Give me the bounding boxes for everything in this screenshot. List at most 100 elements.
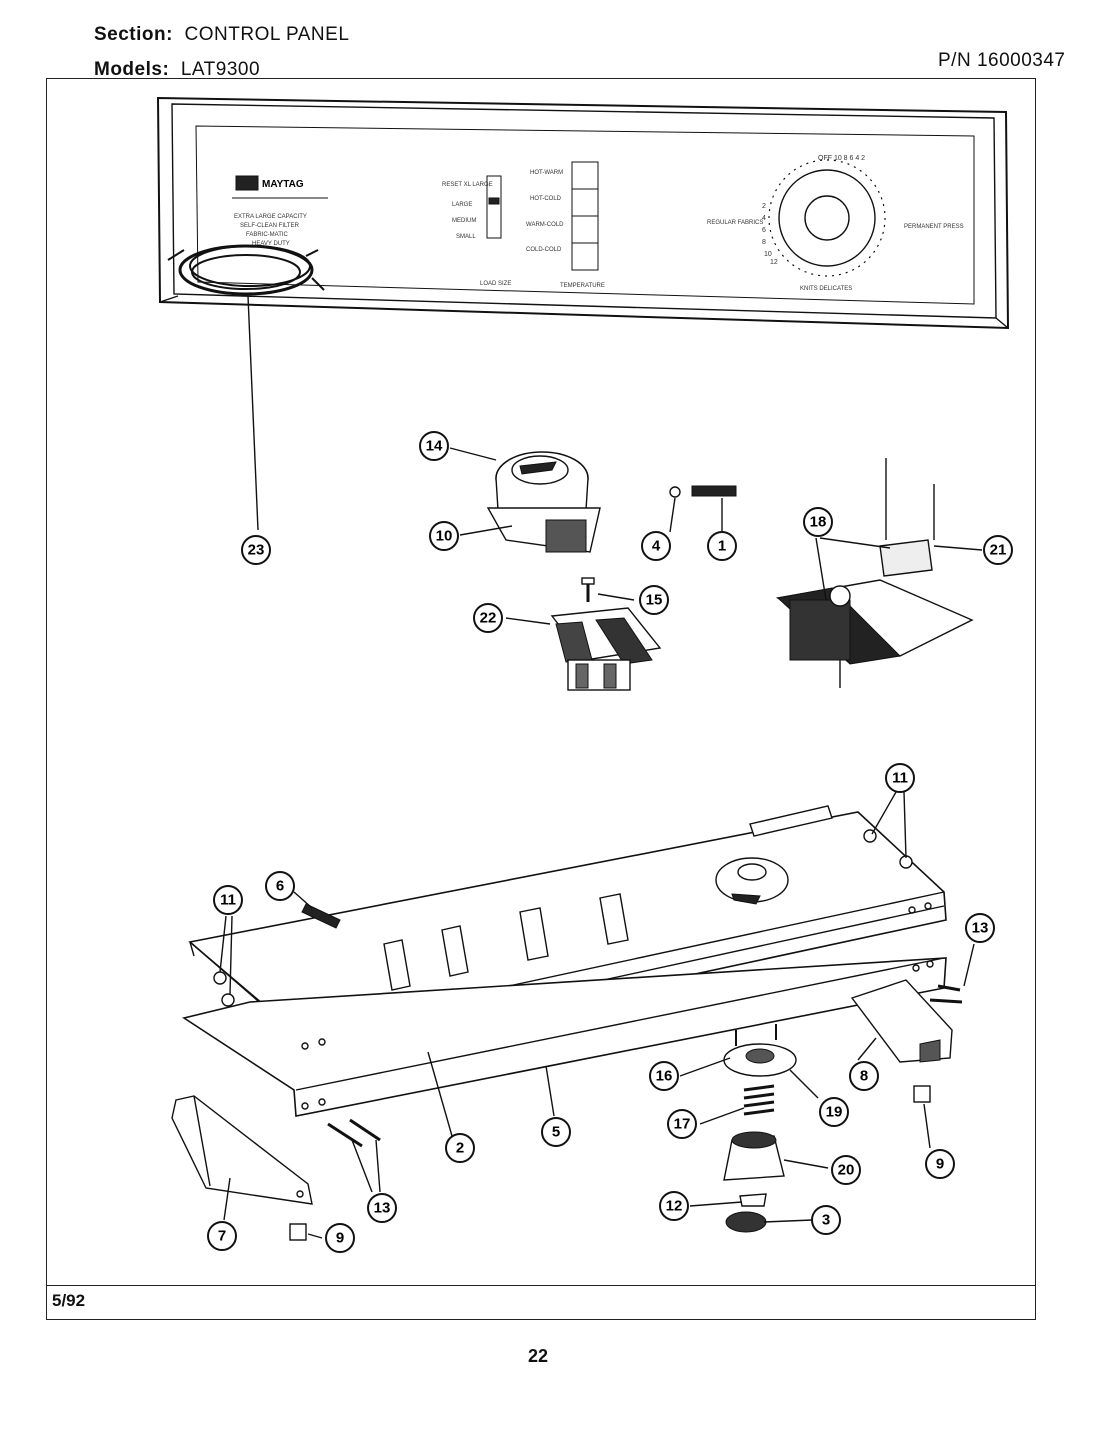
- temperature-option-2: HOT-COLD: [530, 196, 562, 202]
- load-size-slider-knob: [488, 197, 500, 205]
- callout-12: 12: [659, 1191, 689, 1221]
- svg-text:1: 1: [718, 538, 726, 555]
- callout-11-right: 11: [885, 763, 915, 793]
- svg-text:12: 12: [666, 1198, 683, 1215]
- selector-switch: [486, 451, 601, 553]
- dial-number-8: 8: [762, 239, 766, 246]
- callout-6: 6: [265, 871, 295, 901]
- load-size-slider: [486, 175, 502, 239]
- svg-text:22: 22: [480, 610, 497, 627]
- page-number: 22: [528, 1346, 549, 1366]
- dial-number-6: 6: [762, 227, 766, 234]
- clip-part-9-left: [289, 1223, 307, 1241]
- indicator-parts: [669, 485, 737, 498]
- callout-21: 21: [983, 535, 1013, 565]
- description-line-3: FABRIC-MATIC: [246, 232, 289, 238]
- svg-text:10: 10: [436, 528, 453, 545]
- load-size-label: LOAD SIZE: [480, 281, 511, 287]
- timer-dial-hub: [804, 195, 850, 241]
- svg-text:19: 19: [826, 1104, 843, 1121]
- temperature-option-1: HOT-WARM: [530, 170, 563, 176]
- callout-9-right: 9: [925, 1149, 955, 1179]
- load-size-option-1: RESET XL LARGE: [442, 182, 493, 188]
- svg-text:7: 7: [218, 1228, 226, 1245]
- dial-number-10: 10: [764, 251, 772, 258]
- section-label: Section: CONTROL PANEL: [94, 24, 350, 45]
- clip-part-9-right: [913, 1085, 931, 1103]
- part-number: P/N 16000347: [938, 50, 1066, 71]
- svg-text:21: 21: [990, 542, 1007, 559]
- temperature-label: TEMPERATURE: [560, 283, 605, 289]
- svg-text:9: 9: [936, 1156, 944, 1173]
- load-size-option-2: LARGE: [452, 202, 472, 208]
- callout-19: 19: [819, 1097, 849, 1127]
- svg-text:18: 18: [810, 514, 827, 531]
- dial-number-2: 2: [762, 203, 766, 210]
- svg-text:6: 6: [276, 878, 284, 895]
- screws-part-13: [327, 984, 963, 1148]
- dial-number-4: 4: [762, 215, 766, 222]
- svg-text:15: 15: [646, 592, 663, 609]
- callout-9-left: 9: [325, 1223, 355, 1253]
- callout-1: 1: [707, 531, 737, 561]
- temperature-button-3: [571, 215, 599, 244]
- maytag-logo-icon: [235, 175, 259, 191]
- svg-text:9: 9: [336, 1230, 344, 1247]
- svg-text:8: 8: [860, 1068, 868, 1085]
- control-panel-brackets: [182, 805, 953, 1117]
- callout-8: 8: [849, 1061, 879, 1091]
- svg-text:11: 11: [892, 770, 908, 787]
- temperature-option-4: COLD-COLD: [526, 247, 562, 253]
- callout-23: 23: [241, 535, 271, 565]
- callout-4: 4: [641, 531, 671, 561]
- svg-text:11: 11: [220, 892, 236, 909]
- svg-text:2: 2: [456, 1140, 464, 1157]
- dial-left-label: REGULAR FABRICS: [707, 220, 763, 226]
- models-value: LAT9300: [180, 59, 261, 80]
- washer-part-4: [669, 486, 681, 498]
- callout-13-right: 13: [965, 913, 995, 943]
- load-size-option-3: MEDIUM: [452, 218, 476, 224]
- callout-11-left: 11: [213, 885, 243, 915]
- dial-number-12: 12: [770, 259, 778, 266]
- callout-16: 16: [649, 1061, 679, 1091]
- temperature-button-1: [571, 161, 599, 190]
- svg-text:13: 13: [972, 920, 989, 937]
- diagram-frame: [46, 78, 1036, 1320]
- svg-text:14: 14: [426, 438, 443, 455]
- description-line-2: SELF-CLEAN FILTER: [240, 223, 300, 229]
- callout-10: 10: [429, 521, 459, 551]
- knob-assembly: [723, 1024, 797, 1233]
- dial-numbers-top: OFF 10 8 6 4 2: [818, 155, 865, 162]
- screw-part-15: [581, 577, 595, 602]
- temperature-button-4: [571, 242, 599, 271]
- revision-date: 5/92: [52, 1291, 86, 1310]
- dial-right-label: PERMANENT PRESS: [904, 224, 964, 230]
- timer-dial-ticks: [768, 159, 886, 277]
- end-cap-part-7: [171, 1095, 313, 1205]
- callout-3: 3: [811, 1205, 841, 1235]
- svg-text:20: 20: [838, 1162, 855, 1179]
- callout-20: 20: [831, 1155, 861, 1185]
- callout-18: 18: [803, 507, 833, 537]
- dial-bottom-label: KNITS DELICATES: [800, 286, 852, 292]
- temperature-option-3: WARM-COLD: [526, 222, 564, 228]
- svg-text:4: 4: [652, 538, 661, 555]
- svg-text:23: 23: [248, 542, 265, 559]
- svg-text:17: 17: [674, 1116, 691, 1133]
- spring-part-1: [691, 485, 737, 497]
- callout-14: 14: [419, 431, 449, 461]
- svg-text:3: 3: [822, 1212, 830, 1229]
- svg-text:13: 13: [374, 1200, 391, 1217]
- console-panel: MAYTAG EXTRA LARGE CAPACITY SELF-CLEAN F…: [156, 96, 1010, 330]
- callout-22: 22: [473, 603, 503, 633]
- callout-5: 5: [541, 1117, 571, 1147]
- callout-7: 7: [207, 1221, 237, 1251]
- spring-part-6: [301, 903, 341, 929]
- leader-lines: [219, 295, 983, 1239]
- callout-17: 17: [667, 1109, 697, 1139]
- models-label: Models: LAT9300: [94, 59, 261, 80]
- callout-15: 15: [639, 585, 669, 615]
- wire-harness: [167, 244, 325, 296]
